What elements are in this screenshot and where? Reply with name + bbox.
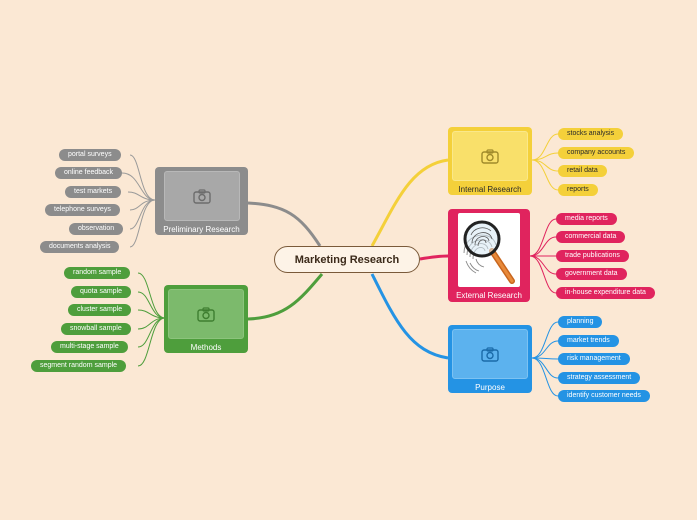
- topic-internal-research[interactable]: Internal Research: [448, 127, 532, 195]
- subtopic-snowball-sample[interactable]: snowball sample: [61, 323, 131, 335]
- topic-label: External Research: [456, 291, 522, 300]
- subtopic-multi-stage-sample[interactable]: multi-stage sample: [51, 341, 128, 353]
- branch-internal: [370, 158, 449, 247]
- branch-preliminary: [247, 201, 322, 247]
- magnifying-glass-fingerprint-icon: [463, 220, 515, 284]
- subtopic-quota-sample[interactable]: quota sample: [71, 286, 132, 298]
- subtopic-documents-analysis[interactable]: documents analysis: [40, 241, 120, 253]
- subtopic-segment-random-sample[interactable]: segment random sample: [31, 360, 127, 372]
- camera-icon: [481, 346, 499, 362]
- subtopic-strategy-assessment[interactable]: strategy assessment: [558, 372, 641, 384]
- subtopic-commercial-data[interactable]: commercial data: [556, 231, 626, 243]
- topic-purpose[interactable]: Purpose: [448, 325, 532, 393]
- subtopic-company-accounts[interactable]: company accounts: [558, 147, 635, 159]
- central-topic[interactable]: Marketing Research: [274, 246, 420, 273]
- subtopic-random-sample[interactable]: random sample: [64, 267, 131, 279]
- subtopic-market-trends[interactable]: market trends: [558, 335, 619, 347]
- topic-label: Preliminary Research: [163, 225, 240, 234]
- topic-external-research[interactable]: External Research: [448, 209, 530, 302]
- subtopic-observation[interactable]: observation: [69, 223, 124, 235]
- subtopic-cluster-sample[interactable]: cluster sample: [68, 304, 132, 316]
- central-topic-label: Marketing Research: [294, 253, 400, 266]
- subtopic-test-markets[interactable]: test markets: [65, 186, 122, 198]
- camera-icon: [197, 306, 215, 322]
- subtopic-retail-data[interactable]: retail data: [558, 165, 607, 177]
- subtopic-telephone-surveys[interactable]: telephone surveys: [45, 204, 120, 216]
- subtopic-risk-management[interactable]: risk management: [558, 353, 630, 365]
- image-placeholder: [168, 289, 244, 339]
- topic-label: Purpose: [475, 383, 505, 392]
- image-placeholder: [163, 171, 240, 221]
- image-placeholder: [452, 329, 528, 379]
- subtopic-planning[interactable]: planning: [558, 316, 603, 328]
- camera-icon: [481, 148, 499, 164]
- subtopic-online-feedback[interactable]: online feedback: [55, 167, 123, 179]
- topic-label: Internal Research: [458, 185, 522, 194]
- subtopic-reports[interactable]: reports: [558, 184, 598, 196]
- subtopic-trade-publications[interactable]: trade publications: [556, 250, 629, 262]
- subtopic-portal-surveys[interactable]: portal surveys: [59, 149, 121, 161]
- subtopic-identify-customer-needs[interactable]: identify customer needs: [558, 390, 650, 402]
- subtopic-stocks-analysis[interactable]: stocks analysis: [558, 128, 624, 140]
- topic-methods[interactable]: Methods: [164, 285, 248, 353]
- topic-label: Methods: [190, 343, 222, 352]
- branch-external: [419, 254, 449, 261]
- image-placeholder: [452, 131, 528, 181]
- branch-methods: [247, 273, 324, 321]
- image-frame: [458, 213, 520, 287]
- subtopic-in-house-expenditure-data[interactable]: in-house expenditure data: [556, 287, 655, 299]
- subtopic-media-reports[interactable]: media reports: [556, 213, 617, 225]
- branch-purpose: [370, 273, 449, 360]
- subtopic-government-data[interactable]: government data: [556, 268, 627, 280]
- camera-icon: [192, 188, 211, 204]
- topic-preliminary-research[interactable]: Preliminary Research: [155, 167, 248, 235]
